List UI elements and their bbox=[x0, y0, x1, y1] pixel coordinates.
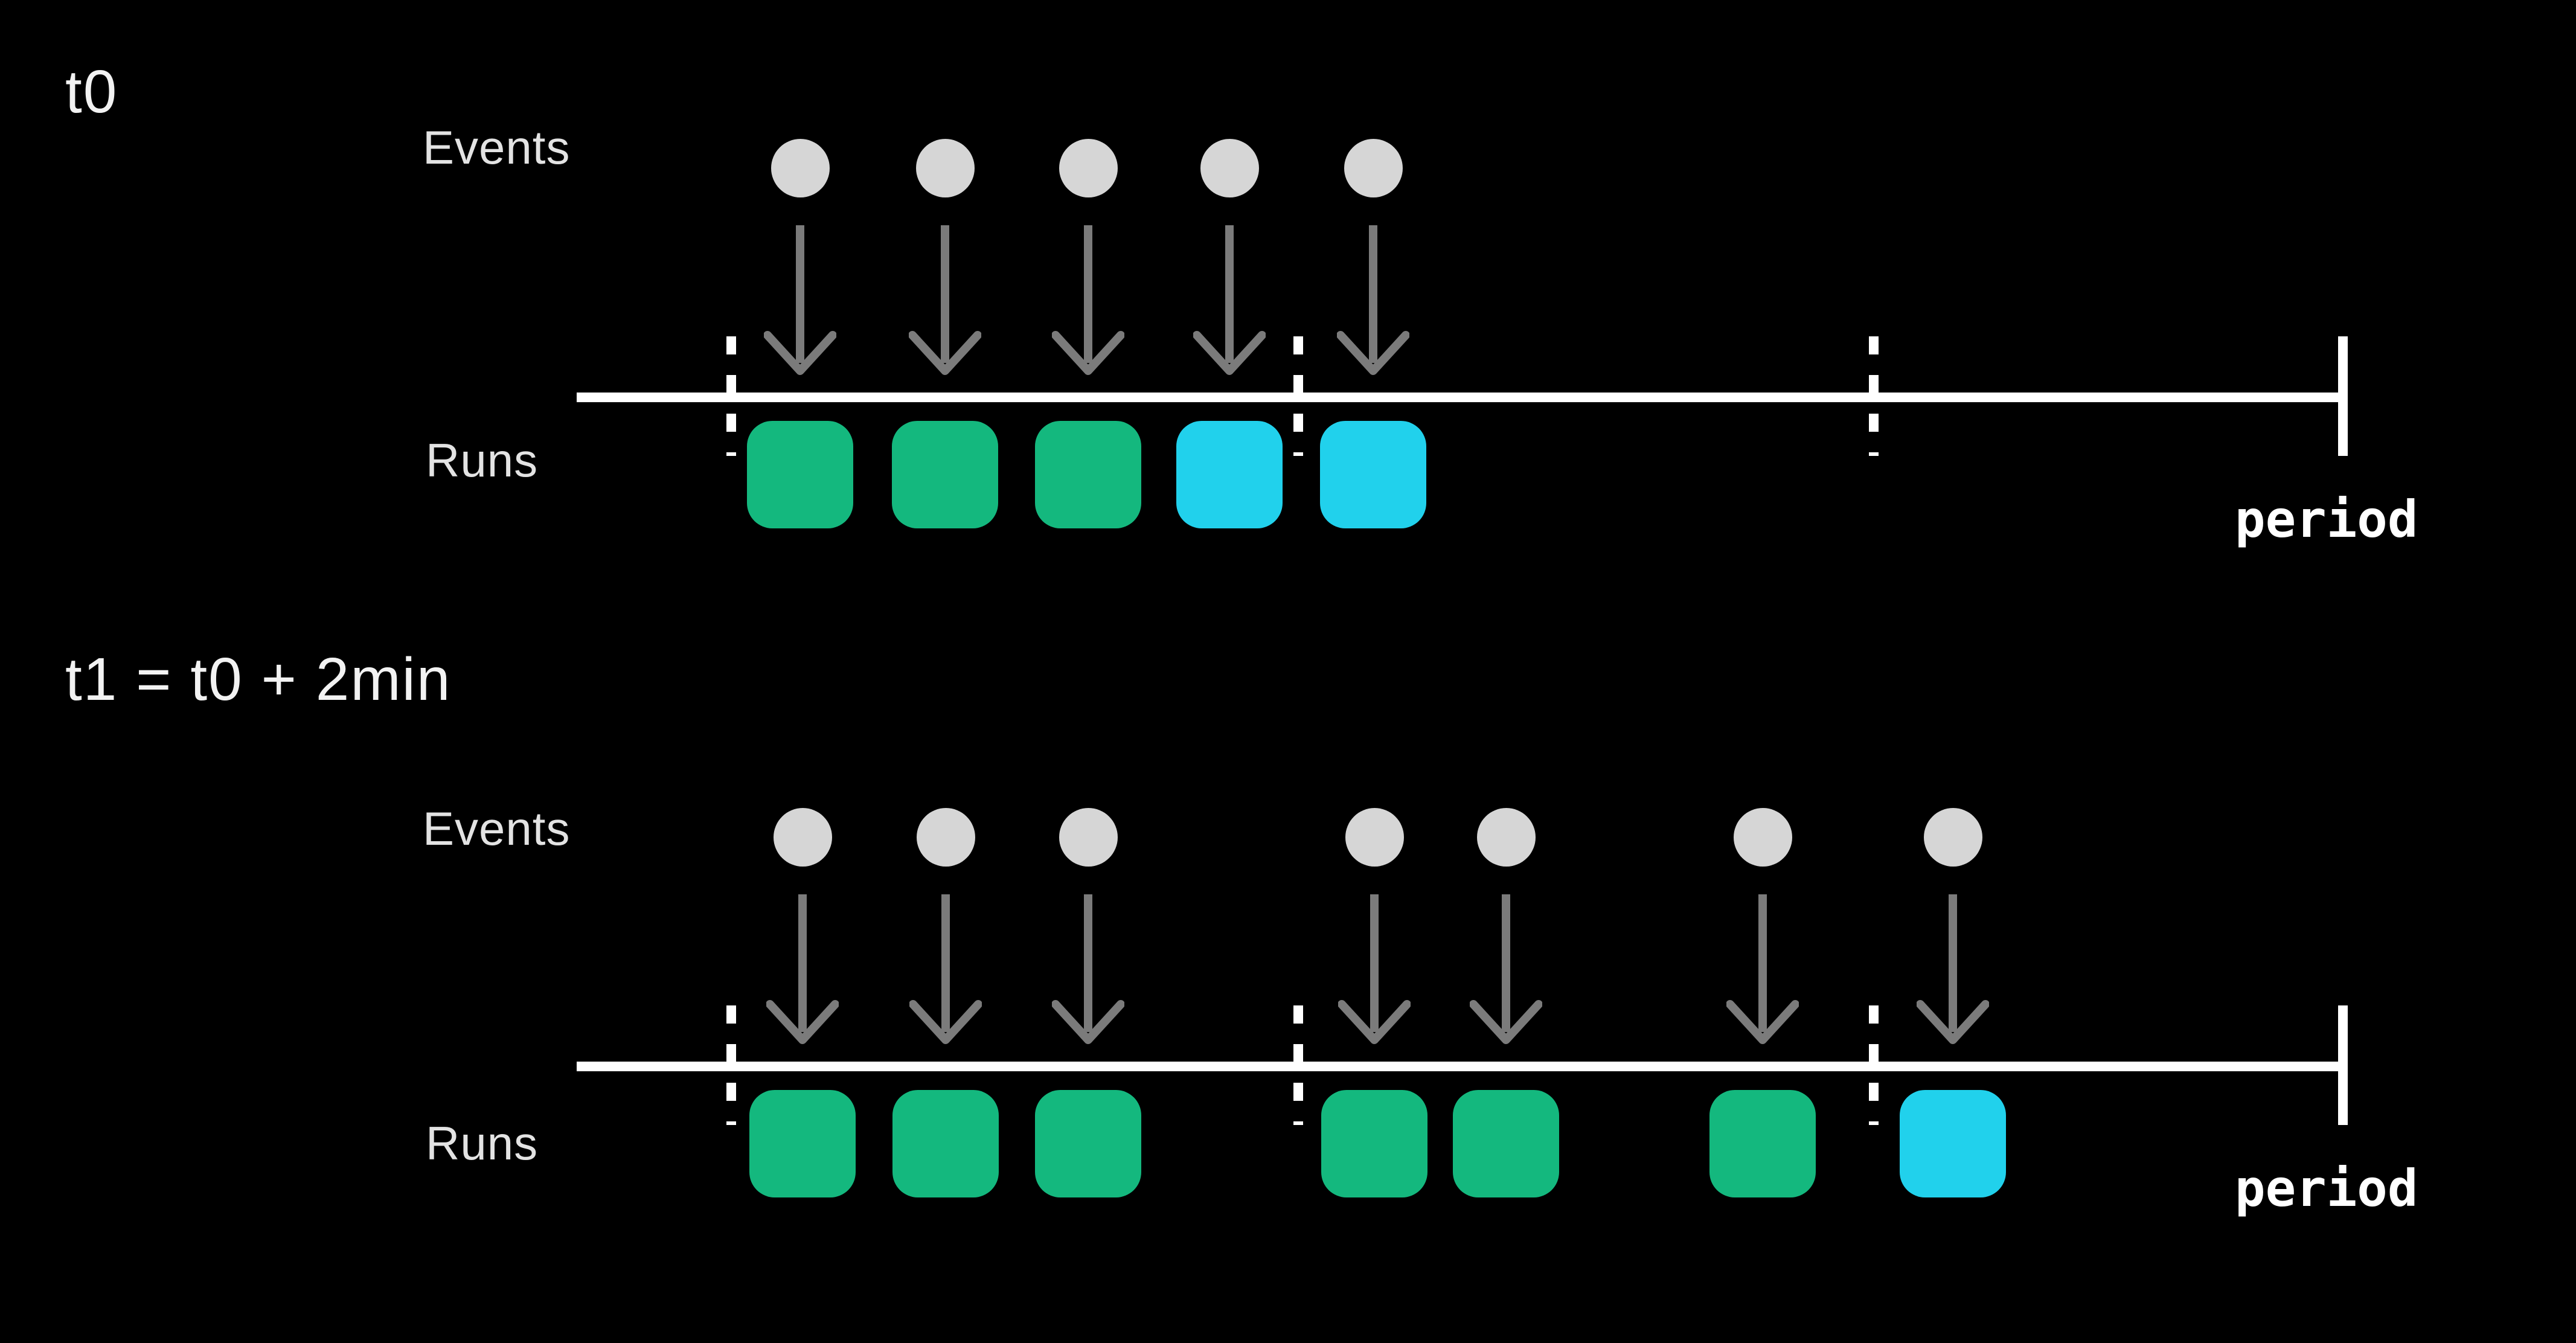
event-arrow-icon bbox=[1336, 225, 1410, 380]
run-block bbox=[1176, 421, 1283, 528]
run-block bbox=[749, 1090, 856, 1197]
event-arrow-icon bbox=[766, 894, 839, 1049]
event-dot bbox=[1059, 807, 1118, 867]
timeline-line bbox=[577, 393, 2343, 402]
section-t0-runs-label: Runs bbox=[426, 434, 539, 487]
section-t0-events-label: Events bbox=[423, 121, 571, 174]
run-block bbox=[747, 421, 853, 528]
event-dot bbox=[1923, 807, 1982, 867]
section-t1-events-label: Events bbox=[423, 802, 571, 855]
event-arrow-icon bbox=[763, 225, 837, 380]
timeline-end-cap bbox=[2338, 336, 2348, 456]
timeline-end-cap bbox=[2338, 1005, 2348, 1125]
section-t1-period-label: period bbox=[2235, 1159, 2418, 1218]
run-block bbox=[1453, 1090, 1559, 1197]
event-dot bbox=[1059, 138, 1118, 197]
event-arrow-icon bbox=[909, 894, 982, 1049]
run-block bbox=[1035, 1090, 1141, 1197]
event-arrow-icon bbox=[1051, 225, 1125, 380]
event-dot bbox=[915, 138, 975, 197]
event-arrow-icon bbox=[1916, 894, 1990, 1049]
run-block bbox=[1320, 421, 1426, 528]
event-dot bbox=[1200, 138, 1259, 197]
run-block bbox=[1321, 1090, 1427, 1197]
event-dot bbox=[916, 807, 975, 867]
event-arrow-icon bbox=[1051, 894, 1125, 1049]
event-dot bbox=[771, 138, 830, 197]
section-t1-title: t1 = t0 + 2min bbox=[65, 646, 452, 713]
event-arrow-icon bbox=[908, 225, 982, 380]
run-block bbox=[1035, 421, 1141, 528]
event-arrow-icon bbox=[1338, 894, 1411, 1049]
section-t1-runs-label: Runs bbox=[426, 1117, 539, 1170]
run-block bbox=[892, 421, 998, 528]
event-dot bbox=[1344, 138, 1403, 197]
period-tick bbox=[726, 336, 736, 456]
event-arrow-icon bbox=[1726, 894, 1799, 1049]
section-t0-title: t0 bbox=[65, 58, 118, 126]
event-dot bbox=[1733, 807, 1792, 867]
period-tick bbox=[1293, 336, 1303, 456]
timeline-line bbox=[577, 1062, 2343, 1071]
run-block bbox=[1709, 1090, 1816, 1197]
event-arrow-icon bbox=[1193, 225, 1266, 380]
event-arrow-icon bbox=[1469, 894, 1543, 1049]
event-dot bbox=[1476, 807, 1536, 867]
period-tick bbox=[1293, 1005, 1303, 1125]
period-tick bbox=[1869, 1005, 1879, 1125]
run-block bbox=[1900, 1090, 2006, 1197]
period-tick bbox=[1869, 336, 1879, 456]
section-t0-period-label: period bbox=[2235, 490, 2418, 549]
run-block bbox=[892, 1090, 999, 1197]
event-dot bbox=[773, 807, 832, 867]
event-dot bbox=[1345, 807, 1404, 867]
period-tick bbox=[726, 1005, 736, 1125]
